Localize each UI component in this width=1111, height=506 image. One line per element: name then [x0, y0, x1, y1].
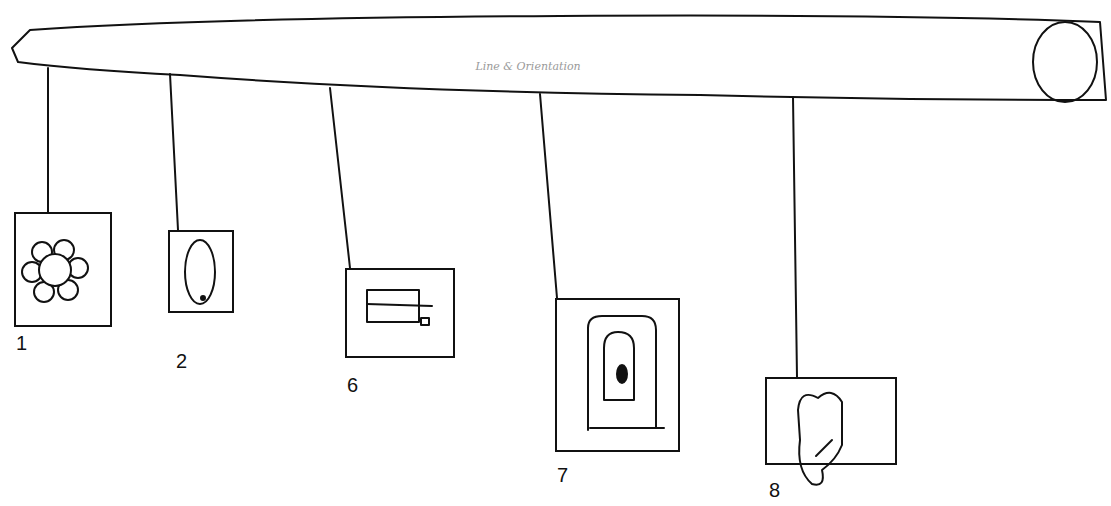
end-circle: [1033, 22, 1097, 102]
picture-card: 8: [765, 377, 897, 465]
square-sketch: [367, 290, 432, 325]
hanging-line: [793, 97, 797, 377]
picture-card: 6: [345, 268, 455, 358]
u-shape-sketch: [588, 316, 664, 430]
band-outline: [8, 10, 1108, 100]
hanging-line: [47, 68, 49, 212]
band-node: Line & Orientation: [8, 10, 1108, 100]
picture-card: 7: [555, 298, 680, 452]
oval-sketch: [185, 240, 215, 304]
heart-sketch: [798, 393, 842, 485]
callout-number: 2: [176, 350, 187, 373]
picture-card: 1: [14, 212, 112, 327]
band-title: Line & Orientation: [348, 60, 708, 73]
flower-sketch: [22, 240, 88, 302]
callout-number: 7: [557, 464, 568, 487]
picture-card: 2: [168, 230, 234, 313]
band-path: [12, 16, 1106, 100]
callout-number: 1: [16, 332, 27, 355]
hanging-line: [330, 88, 350, 268]
hanging-line: [170, 74, 178, 230]
hanging-line: [540, 94, 557, 298]
callout-number: 8: [769, 479, 780, 502]
callout-number: 6: [347, 374, 358, 397]
